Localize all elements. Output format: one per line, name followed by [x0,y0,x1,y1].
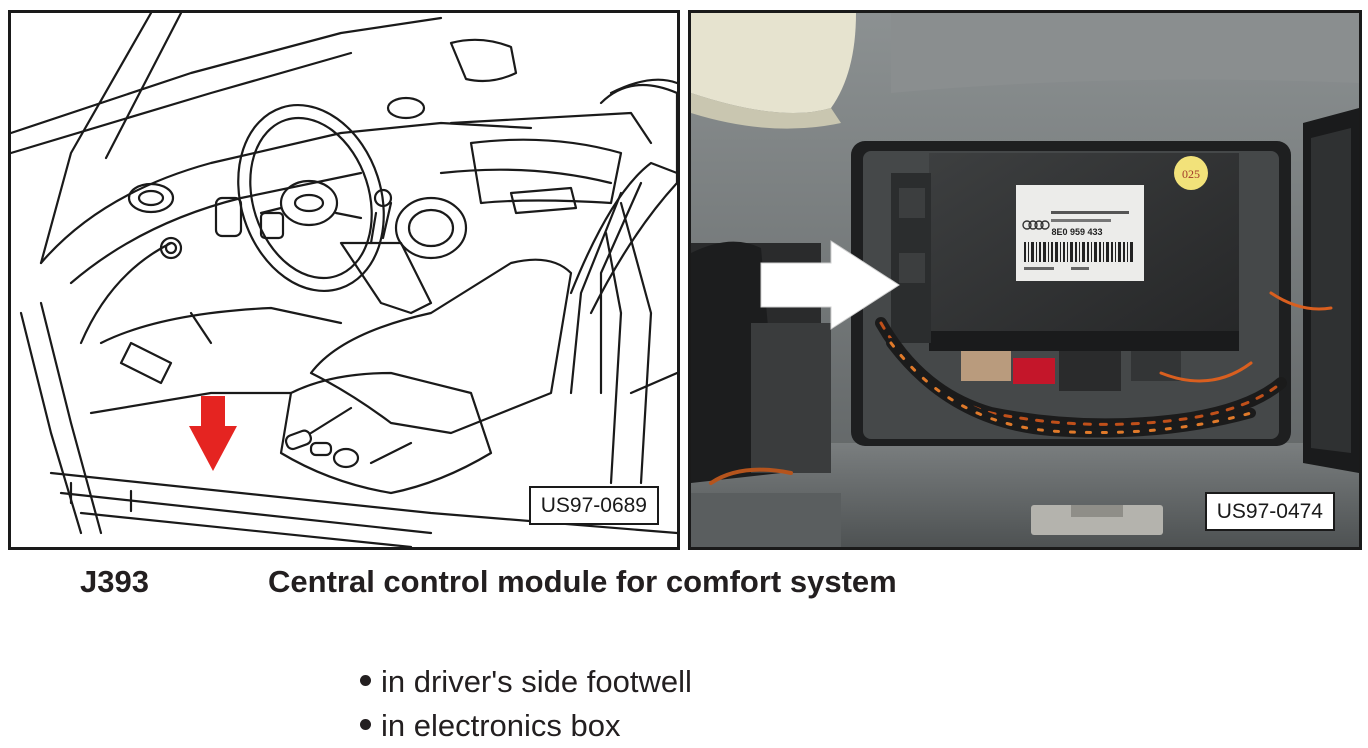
electronics-box-photo: 8E0 959 433 025 [691,13,1359,547]
car-interior-drawing [11,13,677,547]
module-part-number: 8E0 959 433 [1051,227,1102,237]
component-title: Central control module for comfort syste… [268,564,897,599]
bullet-icon [360,675,371,687]
location-text: in driver's side footwell [381,664,692,699]
figure-electronics-box: 8E0 959 433 025 [688,10,1362,550]
list-item: in electronics box [360,704,692,748]
figure-id-label: US97-0689 [528,486,659,525]
location-arrow [760,240,900,330]
component-code: J393 [80,564,149,599]
location-text: in electronics box [381,708,621,743]
bullet-icon [360,719,371,731]
location-list: in driver's side footwell in electronics… [360,660,692,748]
module-badge: 025 [1182,167,1200,181]
location-arrow [189,396,237,471]
figure-id-label: US97-0474 [1204,492,1335,531]
list-item: in driver's side footwell [360,660,692,704]
figure-driver-footwell: US97-0689 [8,10,680,550]
